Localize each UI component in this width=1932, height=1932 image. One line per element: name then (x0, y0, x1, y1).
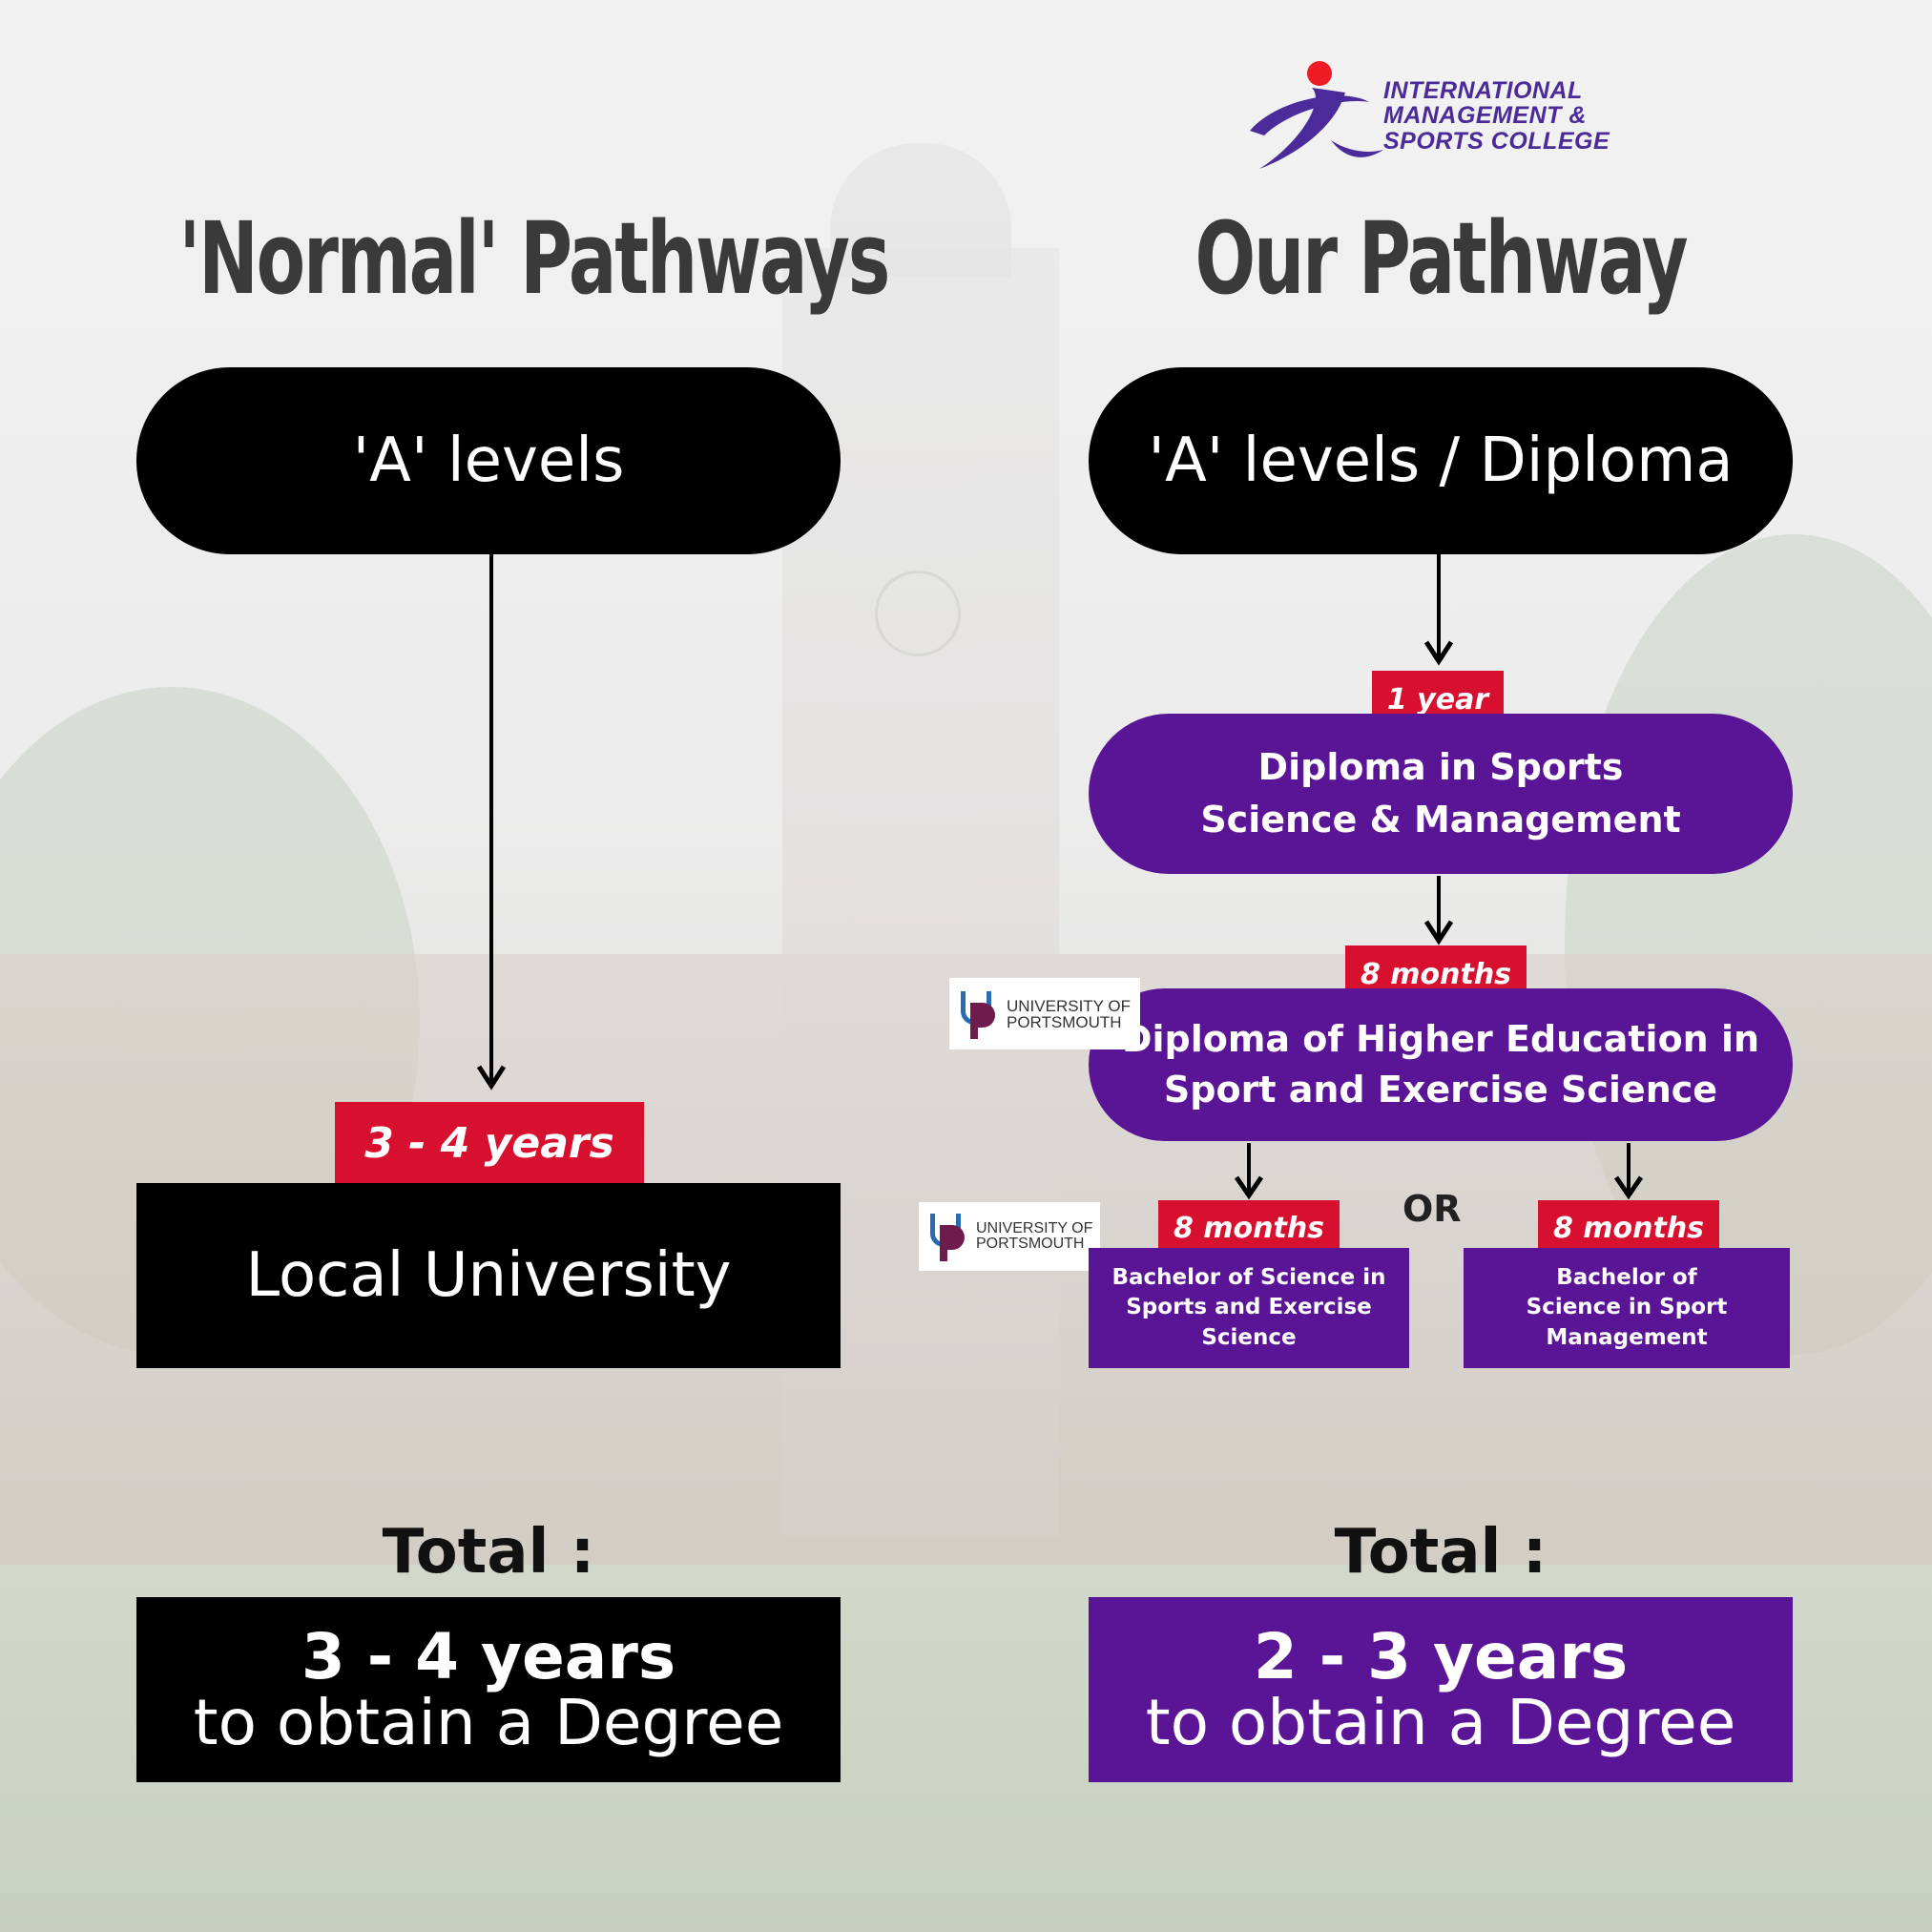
our-pathway-heading: Our Pathway (1195, 200, 1689, 317)
right-total-value: 2 - 3 years (1253, 1619, 1629, 1693)
option-a-line-1: Bachelor of Science in (1111, 1265, 1386, 1291)
normal-pathways-heading: 'Normal' Pathways (178, 200, 890, 317)
option-b-line-1: Bachelor of (1556, 1265, 1697, 1291)
portsmouth-logo-1: UNIVERSITY OF PORTSMOUTH (949, 978, 1140, 1049)
step2-higher-education-pill: Diploma of Higher Education in Sport and… (1089, 988, 1793, 1141)
right-total-caption: to obtain a Degree (1145, 1686, 1736, 1759)
step1-diploma-pill: Diploma in Sports Science & Management (1089, 714, 1793, 874)
option-a-bachelor-box: Bachelor of Science in Sports and Exerci… (1089, 1248, 1409, 1368)
option-a-line-3: Science (1201, 1324, 1297, 1350)
local-university-box: Local University (136, 1183, 841, 1368)
left-down-arrow-icon (477, 553, 506, 1091)
left-total-label: Total : (382, 1517, 595, 1588)
left-total-box: 3 - 4 years to obtain a Degree (136, 1597, 841, 1782)
step2-line-2: Sport and Exercise Science (1163, 1069, 1718, 1111)
option-a-line-2: Sports and Exercise (1126, 1295, 1372, 1320)
step1-line-1: Diploma in Sports (1257, 745, 1624, 788)
right-arrow-2-icon (1424, 876, 1453, 945)
left-total-value: 3 - 4 years (301, 1619, 676, 1693)
portsmouth-mark-icon (959, 989, 997, 1039)
swoosh-logo-icon (1250, 61, 1383, 169)
right-arrow-1-icon (1424, 553, 1453, 666)
option-b-line-3: Management (1546, 1324, 1708, 1350)
left-start-pill: 'A' levels (136, 367, 841, 554)
step2-line-1: Diploma of Higher Education in (1121, 1017, 1760, 1060)
option-a-duration-tag: 8 months (1158, 1200, 1340, 1256)
logo-line-1: INTERNATIONAL (1383, 77, 1583, 104)
or-label: OR (1402, 1188, 1462, 1230)
left-duration-tag: 3 - 4 years (335, 1102, 644, 1184)
portsmouth-logo-2-line-1: UNIVERSITY OF (976, 1220, 1093, 1236)
option-b-duration-tag: 8 months (1538, 1200, 1719, 1256)
portsmouth-mark-icon (928, 1212, 966, 1261)
right-total-label: Total : (1334, 1517, 1548, 1588)
portsmouth-logo-2-line-2: PORTSMOUTH (976, 1236, 1085, 1252)
left-total-caption: to obtain a Degree (193, 1686, 784, 1759)
step1-line-2: Science & Management (1200, 799, 1681, 841)
option-b-arrow-icon (1614, 1143, 1643, 1200)
logo-line-2: MANAGEMENT & (1383, 102, 1587, 130)
option-a-arrow-icon (1235, 1143, 1263, 1200)
right-total-box: 2 - 3 years to obtain a Degree (1089, 1597, 1793, 1782)
option-b-bachelor-box: Bachelor of Science in Sport Management (1464, 1248, 1790, 1368)
portsmouth-logo-1-line-1: UNIVERSITY OF (1007, 996, 1132, 1015)
portsmouth-logo-2: UNIVERSITY OF PORTSMOUTH (919, 1202, 1100, 1271)
option-b-line-2: Science in Sport (1526, 1295, 1728, 1320)
portsmouth-logo-1-line-2: PORTSMOUTH (1007, 1012, 1122, 1031)
right-start-pill: 'A' levels / Diploma (1089, 367, 1793, 554)
college-logo: INTERNATIONAL MANAGEMENT & SPORTS COLLEG… (1240, 59, 1660, 178)
logo-line-3: SPORTS COLLEGE (1383, 127, 1610, 155)
clock-face (875, 571, 961, 656)
